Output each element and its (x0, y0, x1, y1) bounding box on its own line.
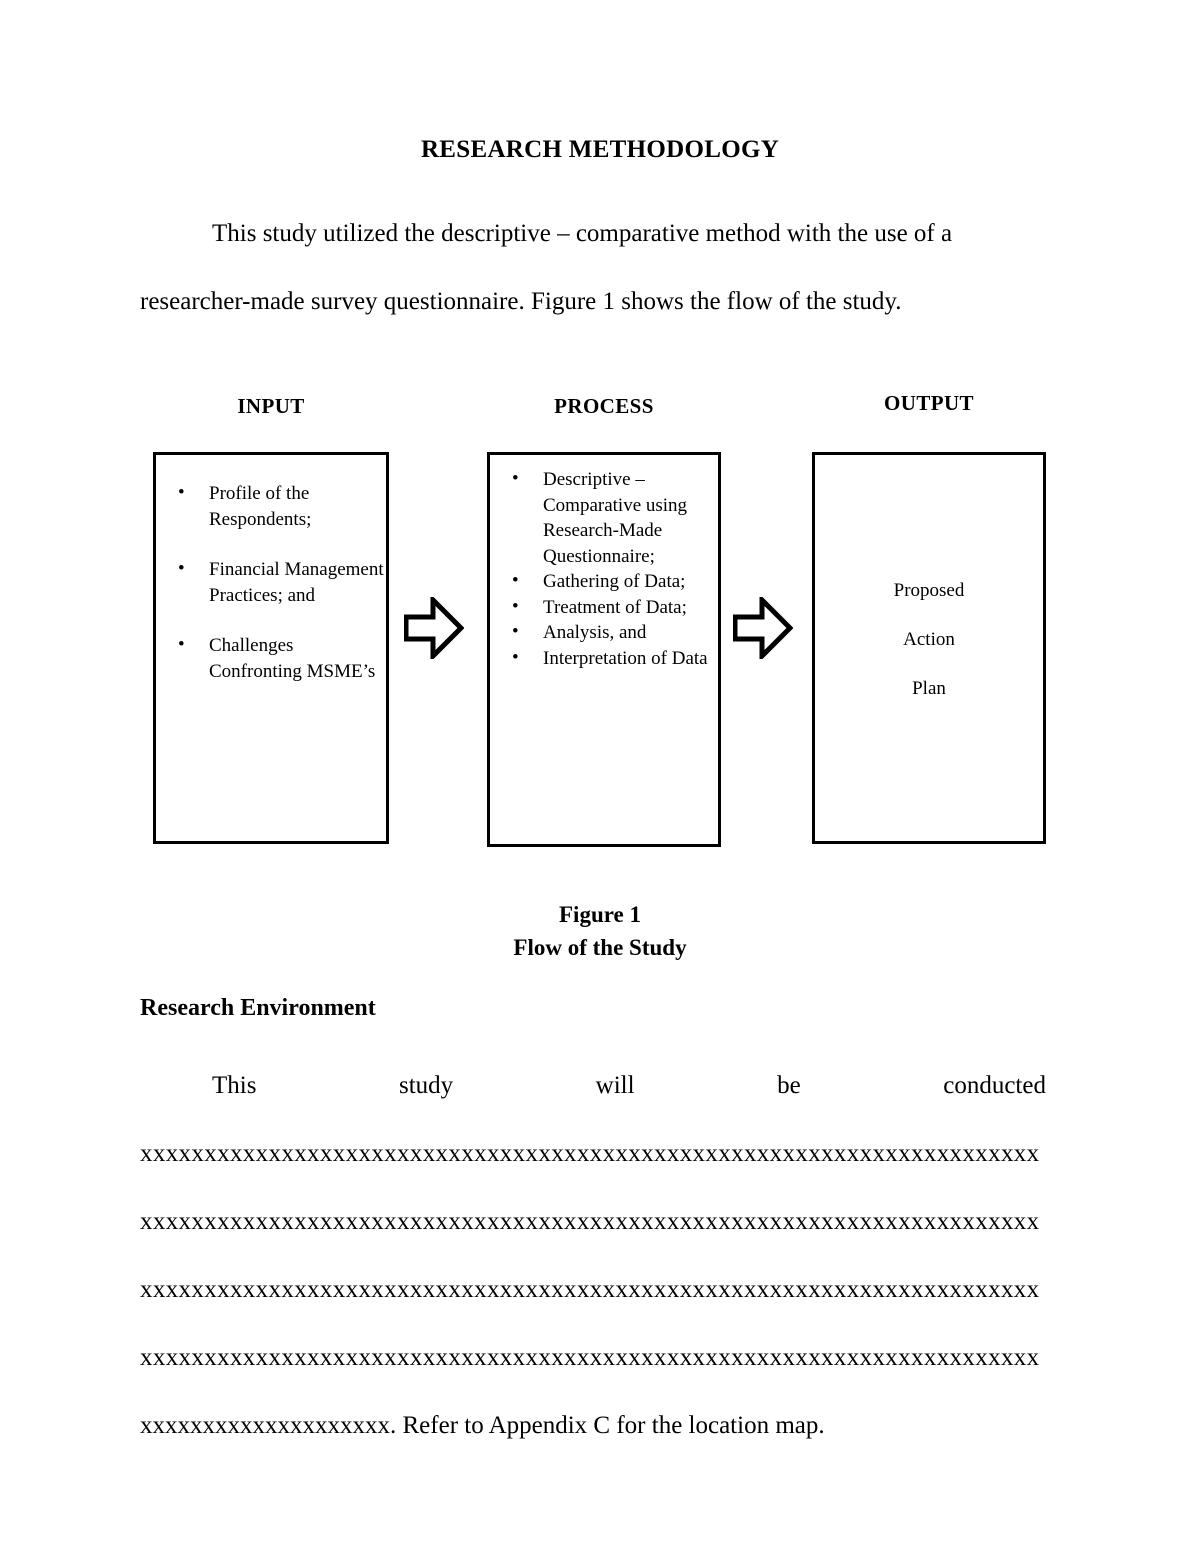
output-box: Proposed Action Plan (812, 452, 1046, 844)
output-line-1: Proposed (893, 580, 965, 601)
intro-line-1: This study utilized the descriptive – co… (212, 220, 953, 247)
final-line: xxxxxxxxxxxxxxxxxxxx. Refer to Appendix … (140, 1412, 825, 1439)
list-item: Challenges Confronting MSME’s (156, 632, 386, 684)
output-line-2: Action (903, 629, 955, 650)
intro-line-2: researcher-made survey questionnaire. Fi… (140, 288, 902, 315)
column-label-process: PROCESS (554, 394, 654, 418)
figure-caption-line-1: Figure 1 (559, 902, 641, 927)
list-item: Treatment of Data; (490, 594, 718, 621)
flow-diagram: INPUT PROCESS OUTPUT Profile of the Resp… (0, 380, 1200, 860)
process-bullet-list: Descriptive – Comparative using Research… (490, 455, 718, 671)
filler-line: xxxxxxxxxxxxxxxxxxxxxxxxxxxxxxxxxxxxxxxx… (140, 1344, 1040, 1371)
input-box: Profile of the Respondents; Financial Ma… (153, 452, 389, 844)
page-title: RESEARCH METHODOLOGY (420, 136, 780, 163)
list-item: Descriptive – Comparative using Research… (490, 466, 718, 569)
list-item: Analysis, and (490, 619, 718, 646)
output-line-3: Plan (912, 678, 946, 699)
output-text-block: Proposed Action Plan (815, 566, 1043, 713)
filler-line: xxxxxxxxxxxxxxxxxxxxxxxxxxxxxxxxxxxxxxxx… (140, 1140, 1040, 1167)
word: study (398, 1072, 454, 1099)
list-item: Financial Management Practices; and (156, 556, 386, 608)
column-label-input: INPUT (237, 394, 305, 418)
list-item: Interpretation of Data (490, 645, 718, 672)
right-arrow-icon (404, 597, 464, 659)
word: This (212, 1072, 257, 1099)
filler-line: xxxxxxxxxxxxxxxxxxxxxxxxxxxxxxxxxxxxxxxx… (140, 1208, 1040, 1235)
section-heading-research-environment: Research Environment (140, 995, 376, 1021)
right-arrow-icon (733, 597, 793, 659)
column-label-output: OUTPUT (884, 391, 974, 415)
input-bullet-list: Profile of the Respondents; Financial Ma… (156, 455, 386, 684)
figure-caption: Figure 1 Flow of the Study (140, 898, 1060, 964)
word: will (595, 1072, 635, 1099)
process-box: Descriptive – Comparative using Research… (487, 452, 721, 847)
word: conducted (943, 1072, 1046, 1099)
intro-paragraph: This study utilized the descriptive – co… (140, 200, 1060, 336)
figure-caption-line-2: Flow of the Study (513, 935, 687, 960)
word: be (777, 1072, 801, 1099)
justified-first-line: This study will be conducted (140, 1052, 1046, 1120)
filler-line: xxxxxxxxxxxxxxxxxxxxxxxxxxxxxxxxxxxxxxxx… (140, 1276, 1040, 1303)
list-item: Gathering of Data; (490, 568, 718, 595)
list-item: Profile of the Respondents; (156, 480, 386, 532)
research-environment-paragraph: This study will be conducted xxxxxxxxxxx… (140, 1052, 1046, 1460)
